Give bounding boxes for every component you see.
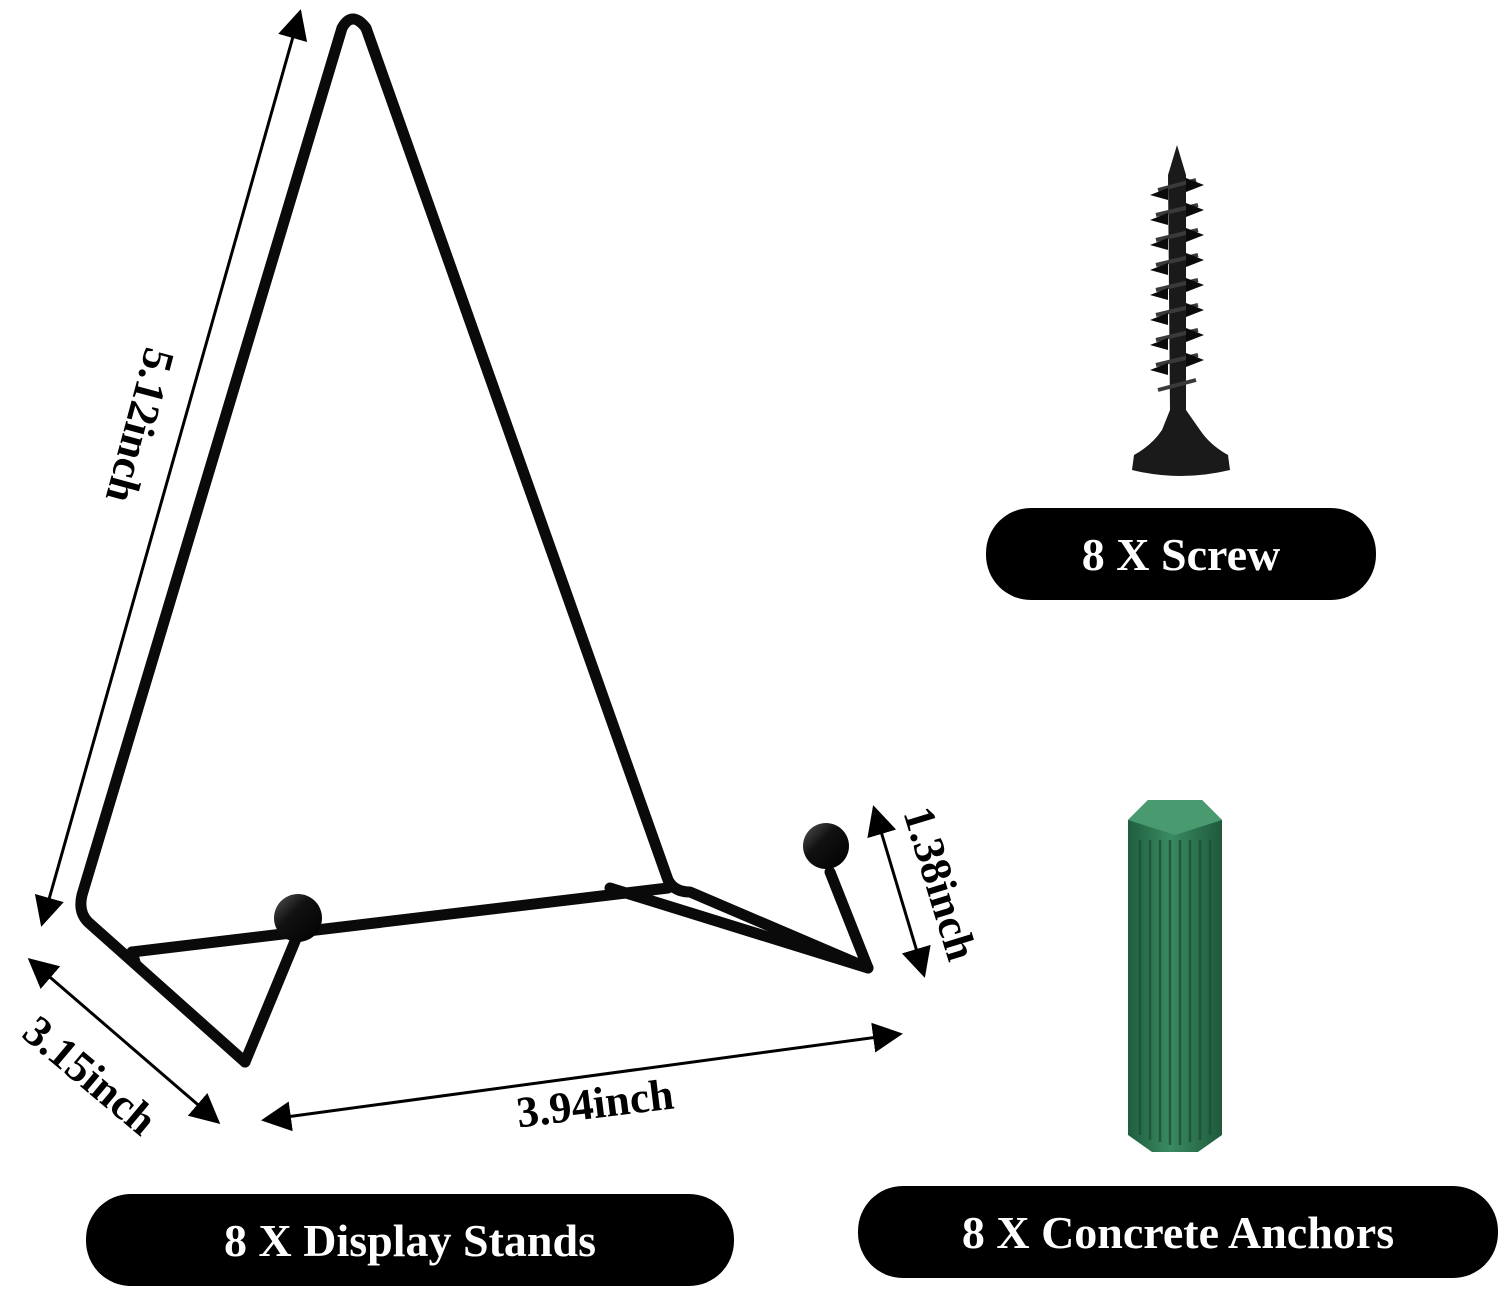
- dimension-arrows: [27, 9, 931, 1132]
- screw-label: 8 X Screw: [986, 508, 1376, 600]
- screw-icon: [1132, 145, 1230, 476]
- display-stand: [75, 13, 874, 1068]
- display-stands-label: 8 X Display Stands: [86, 1194, 734, 1286]
- depth-arrow: [27, 958, 221, 1124]
- concrete-anchor-icon: [1128, 800, 1222, 1152]
- lip-arrow: [867, 805, 931, 978]
- height-arrow: [34, 9, 308, 927]
- ball-tip-left: [274, 894, 322, 942]
- concrete-anchors-label: 8 X Concrete Anchors: [858, 1186, 1498, 1278]
- width-arrow: [261, 1022, 903, 1132]
- ball-tip-right: [803, 823, 849, 869]
